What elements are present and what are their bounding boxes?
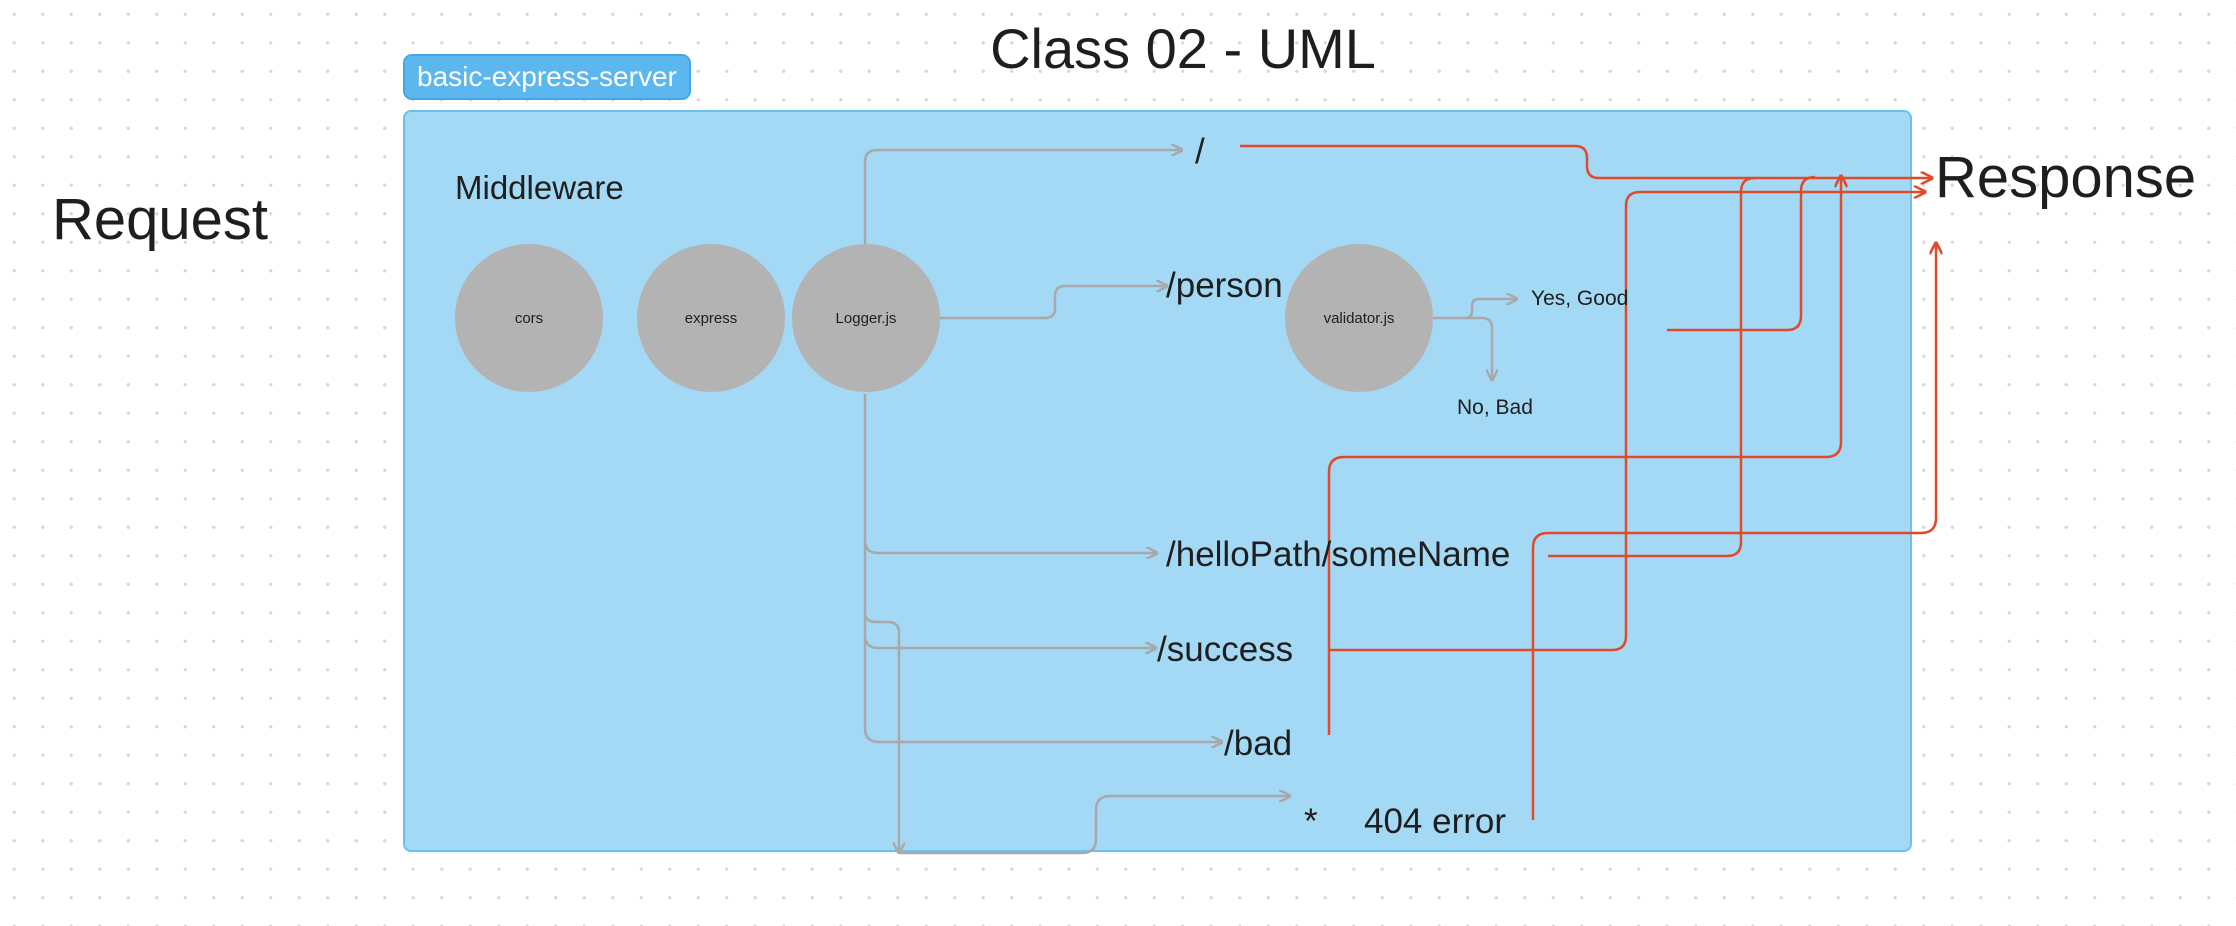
express-node[interactable]: express	[637, 244, 785, 392]
connector-logger-to-wildcard	[863, 611, 899, 853]
frame-label[interactable]: basic-express-server	[403, 54, 691, 100]
response-from-yes	[1667, 175, 1816, 332]
response-from-404	[1531, 243, 1936, 820]
response-from-bad	[1327, 176, 1841, 735]
route-hello-path: /helloPath/someName	[1166, 535, 1511, 574]
connector-logger-to-person	[940, 286, 1167, 320]
response-label: Response	[1935, 145, 2197, 210]
diagram-title: Class 02 - UML	[990, 17, 1376, 80]
outcome-404: 404 error	[1364, 802, 1507, 841]
middleware-heading: Middleware	[455, 169, 624, 206]
connector-logger-to-success	[863, 634, 1156, 648]
connector-validator-no	[1465, 316, 1492, 380]
route-bad: /bad	[1224, 724, 1293, 763]
validator-node[interactable]: validator.js	[1285, 244, 1433, 392]
response-from-root	[1240, 144, 1932, 178]
basic-express-server-frame	[403, 110, 1912, 852]
route-success: /success	[1157, 630, 1294, 669]
response-from-hello	[1548, 176, 1756, 558]
connector-validator-yes	[1433, 299, 1517, 320]
connector-logger-to-root	[863, 150, 1182, 244]
route-person: /person	[1166, 266, 1283, 305]
logger-node[interactable]: Logger.js	[792, 244, 940, 392]
connector-logger-trunk	[863, 394, 1222, 742]
route-root: /	[1195, 132, 1205, 171]
connector-wildcard-return	[900, 796, 1290, 855]
response-from-success	[1329, 192, 1925, 652]
connector-logger-to-hello	[863, 539, 1157, 553]
outcome-yes: Yes, Good	[1531, 287, 1629, 310]
outcome-no: No, Bad	[1457, 396, 1533, 419]
route-wildcard: *	[1304, 802, 1318, 841]
cors-node[interactable]: cors	[455, 244, 603, 392]
request-label: Request	[52, 187, 269, 252]
